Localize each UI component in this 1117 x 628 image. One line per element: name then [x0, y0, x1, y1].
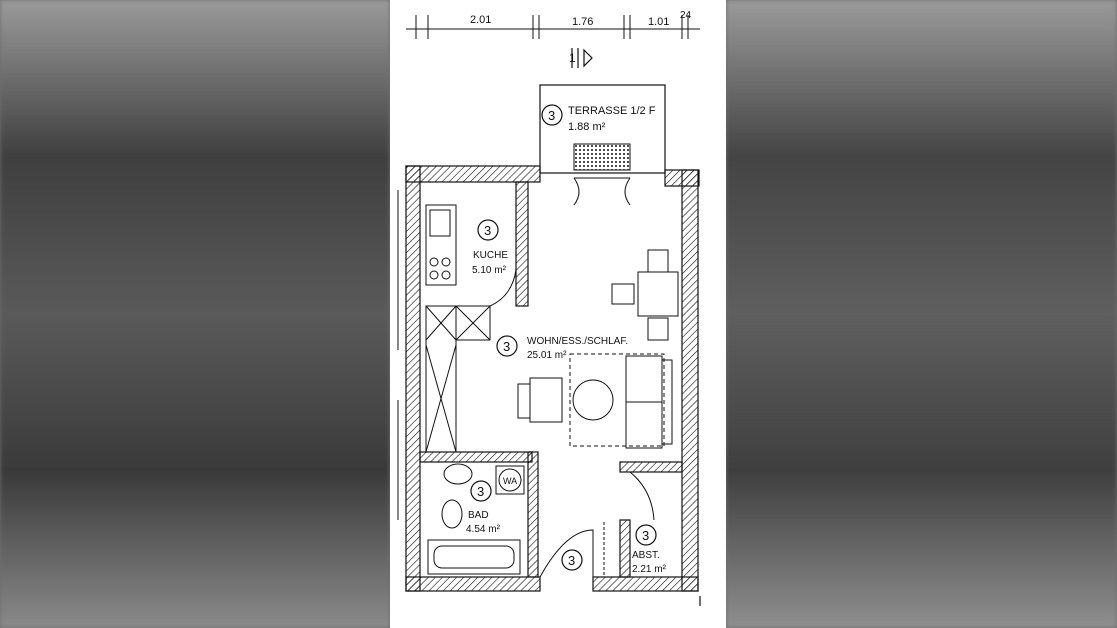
kitchen-name: KUCHE: [473, 250, 508, 261]
storage-name: ABST.: [632, 550, 660, 561]
living-marker-circle: [496, 335, 518, 357]
living-furniture: [517, 353, 673, 449]
terrace-marker-circle: [541, 104, 563, 126]
hall-marker-circle: [561, 549, 583, 571]
hall-marker: 3: [568, 553, 575, 568]
wardrobe: [425, 305, 491, 453]
dimension-label-1: 2.01: [470, 14, 491, 26]
storage-door-swing: [629, 471, 655, 521]
dimension-line: [406, 15, 700, 39]
entrance-door-swing: [539, 529, 594, 578]
bath-fixtures: [427, 463, 525, 575]
kitchen-door-swing: [489, 269, 517, 307]
outer-walls: [405, 165, 700, 592]
floor-plan-page: 2.01 1.76 1.01 24 1 3 TERRASSE 1/2 F 1.8…: [390, 0, 726, 628]
north-arrow-label: 1: [569, 51, 576, 65]
dimension-label-3: 1.01: [648, 16, 669, 28]
washer-label: WA: [503, 476, 517, 486]
bath-marker: 3: [477, 484, 484, 499]
dimension-label-4: 24: [680, 10, 692, 21]
blurred-background-right: [726, 0, 1117, 628]
terrace-outline: [539, 84, 666, 174]
terrace-door: [573, 177, 631, 206]
terrace-grill: [573, 143, 631, 171]
living-name: WOHN/ESS./SCHLAF.: [527, 336, 628, 347]
north-arrow-icon: [571, 48, 593, 68]
storage-area: 2.21 m²: [632, 564, 667, 575]
kitchen-area: 5.10 m²: [472, 265, 507, 276]
kitchen-marker-circle: [477, 219, 499, 241]
dimension-label-2: 1.76: [572, 16, 593, 28]
floor-plan-drawing: 2.01 1.76 1.01 24 1 3 TERRASSE 1/2 F 1.8…: [397, 10, 701, 606]
bath-name: BAD: [468, 510, 489, 521]
storage-marker: 3: [642, 528, 649, 543]
living-area: 25.01 m²: [527, 350, 567, 361]
kitchen-counter: [425, 204, 457, 286]
terrace-marker: 3: [548, 108, 555, 123]
blurred-background-left: [0, 0, 390, 628]
kitchen-stove-icon: [429, 257, 451, 280]
dining-set: [611, 249, 679, 341]
kitchen-sink-icon: [429, 209, 451, 237]
bath-area: 4.54 m²: [466, 524, 501, 535]
kitchen-marker: 3: [484, 223, 491, 238]
living-marker: 3: [503, 339, 510, 354]
terrace-area: 1.88 m²: [568, 121, 606, 133]
bath-marker-circle: [470, 480, 492, 502]
storage-marker-circle: [635, 524, 657, 546]
terrace-name: TERRASSE 1/2 F: [568, 105, 656, 117]
